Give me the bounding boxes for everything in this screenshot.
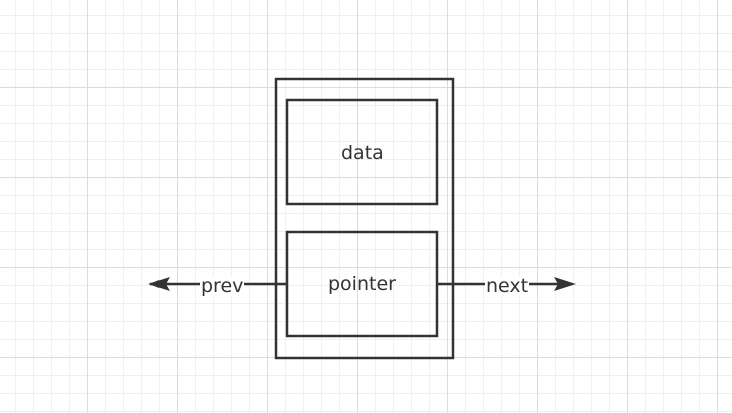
pointer-field-label: pointer (328, 273, 396, 295)
data-field-box (285, 98, 439, 206)
next-arrowhead-shape (554, 277, 576, 291)
data-field-label: data (341, 142, 384, 164)
prev-arrowhead-shape (148, 277, 170, 291)
next-edge-label: next (485, 275, 530, 297)
node-outer-box (274, 77, 455, 360)
prev-edge-label: prev (200, 275, 245, 297)
